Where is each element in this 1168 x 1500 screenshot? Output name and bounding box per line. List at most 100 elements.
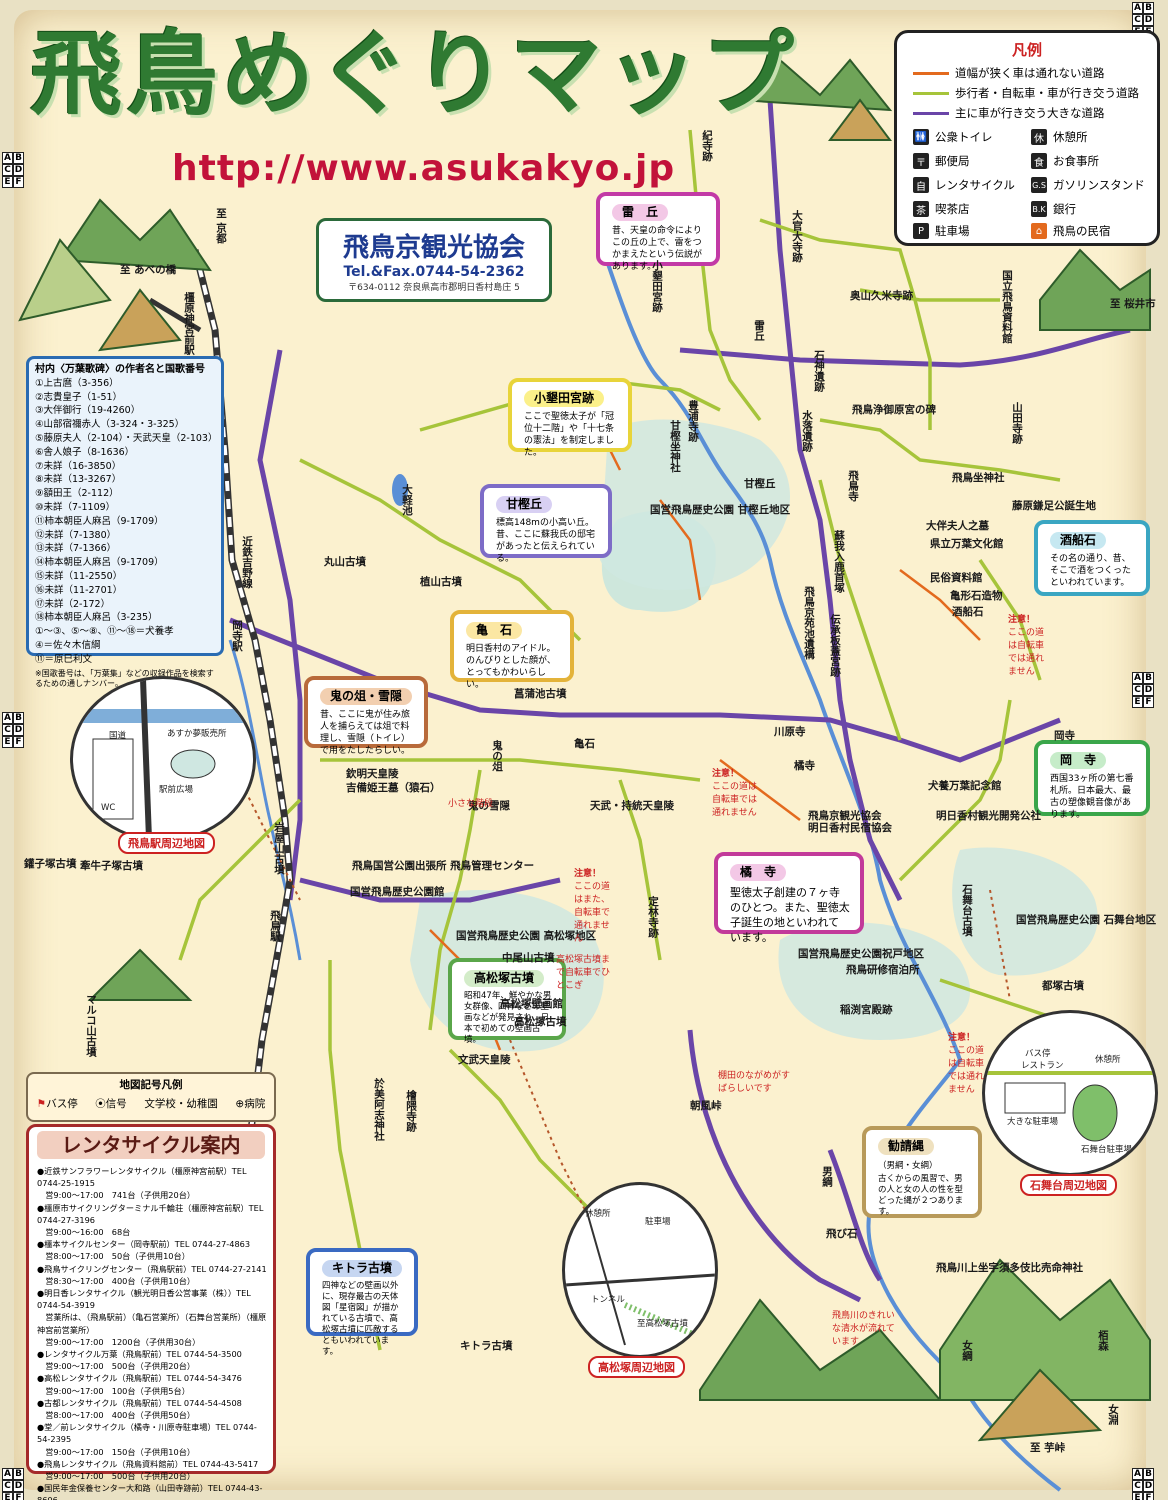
manyo-item: ①～③、⑤～⑧、⑪～⑱＝犬養孝	[35, 626, 174, 638]
info-oni-text: 昔、ここに鬼が住み旅人を捕らえては俎で料理し、雪隠（トイレ）で用をたしたらしい。	[320, 710, 411, 756]
place-label: 檜隈寺跡	[405, 1090, 417, 1132]
legend-toilet: 🚻公衆トイレ	[913, 129, 993, 145]
legend-rest: 休休憩所	[1031, 129, 1088, 145]
place-label: 都塚古墳	[1042, 980, 1084, 992]
rental-item: 営業所は、（飛鳥駅前）（亀石営業所）（石舞台営業所）（橿原神宮前営業所）	[37, 1312, 267, 1335]
legend-road-narrow: 道幅が狭く車は通れない道路	[913, 65, 1105, 81]
manyo-item: ④＝佐々木信綱	[35, 639, 101, 651]
legend-road-cycle: 歩行者・自転車・車が行き交う道路	[913, 85, 1139, 101]
place-label: 酒船石	[952, 606, 984, 618]
manyo-poem-list: 村内〈万葉歌碑〉の作者名と国歌番号 ①上古麿（3-356）②志貴皇子（1-51）…	[26, 356, 224, 688]
info-amakashi-text: 標高148mの小高い丘。昔、ここに蘇我氏の邸宅があったと伝えられている。	[496, 518, 596, 564]
cycle-roads	[178, 129, 1092, 1351]
inset-station-text-plaza: 駅前広場	[159, 785, 194, 795]
manyo-item: ⑧未詳（13-3267）	[35, 474, 122, 486]
place-label: 男綱	[821, 1166, 833, 1187]
map-url-link[interactable]: http://www.asukakyo.jp	[172, 148, 676, 189]
place-label: 天武・持統天皇陵	[590, 800, 674, 812]
bank-icon: B.K	[1031, 201, 1047, 217]
place-label: 明日香村民宿協会	[808, 822, 892, 834]
place-label: 明日香村観光開発公社	[936, 810, 1041, 822]
place-label: 至 あべの橋	[120, 264, 177, 276]
school-icon: 文	[144, 1098, 155, 1110]
info-tachibana-title: 橘 寺	[730, 864, 787, 881]
place-label: 鬼の俎	[491, 740, 503, 772]
mountain-maruko	[87, 948, 193, 1001]
place-label: 大官大寺跡	[791, 210, 803, 263]
info-ikazuchi-title: 雷 丘	[612, 204, 669, 221]
info-takamatsu-text: 昭和47年、鮮やかな男女群像、四神などの壁画などが発見され、日本で初めての壁画古…	[464, 991, 552, 1045]
place-label: 高松塚壁画館	[500, 998, 563, 1010]
place-label: 飛鳥寺	[847, 470, 859, 502]
manyo-item: ⑱柿本朝臣人麻呂（3-235）	[35, 612, 158, 624]
info-sakafune-title: 酒船石	[1050, 532, 1107, 549]
place-label: 伝承板蓋宮跡	[829, 614, 841, 677]
info-kanjo-title: 勧請縄	[878, 1138, 935, 1155]
manyo-item: ⑮未詳（11-2550）	[35, 570, 123, 582]
rental-title: レンタサイクル案内	[37, 1131, 265, 1159]
restaurant-icon: 食	[1031, 153, 1047, 169]
gas-station-icon: G.S	[1031, 177, 1047, 193]
place-label: 飛鳥川上坐宇須多伎比売命神社	[936, 1262, 1083, 1274]
place-label: 民俗資料館	[930, 572, 983, 584]
manyo-item: ⑪柿本朝臣人麻呂（9-1709）	[35, 515, 164, 527]
connector-station	[229, 759, 301, 901]
place-label: 飛鳥研修宿泊所	[846, 964, 920, 976]
manyo-item: ①上古麿（3-356）	[35, 377, 119, 389]
place-label: 橘寺	[794, 760, 815, 772]
info-ikazuchi: 雷 丘 昔、天皇の命令によりこの丘の上で、雷をつかまえたという伝説があります。	[596, 192, 720, 272]
info-oni-title: 鬼の俎・雪隠	[320, 688, 413, 705]
info-oharida-title: 小墾田宮跡	[524, 390, 605, 407]
inset-takamatsu-kofun: 至高松塚古墳	[637, 1319, 689, 1329]
inset-ishibutai-restaurant: レストラン	[1021, 1061, 1064, 1071]
info-kameishi-text: 明日香村のアイドル。のんびりとした顔が、とってもかわいらしい。	[466, 644, 556, 690]
info-kitora: キトラ古墳 四神などの壁画以外に、現存最古の天体図「星宿図」が描かれている古墳で…	[306, 1248, 418, 1357]
manyo-item: ⑦未詳（16-3850）	[35, 460, 122, 472]
place-label: 飛鳥国営公園出張所 飛鳥管理センター	[352, 860, 535, 872]
mountains-right	[1039, 248, 1151, 331]
manyo-item: ③大伴御行（19-4260）	[35, 405, 141, 417]
place-label: 岡寺駅	[231, 620, 243, 652]
park-amakashi-area	[600, 419, 790, 590]
info-sakafune: 酒船石 その名の通り、昔、そこで酒をつくったといわれています。	[1034, 520, 1150, 596]
inset-takamatsu-drawing	[565, 1204, 715, 1346]
association-address: 〒634-0112 奈良県高市郡明日香村島庄 5	[348, 283, 520, 293]
hospital-icon: ⊕	[235, 1098, 245, 1110]
rental-cycle-guide: レンタサイクル案内 ●近鉄サンフラワーレンタサイクル（橿原神宮前駅）TEL 07…	[26, 1124, 276, 1500]
place-label: 国営飛鳥歴史公園館	[350, 886, 445, 898]
place-label: 奥山久米寺跡	[850, 290, 913, 302]
rental-item: ●近鉄サンフラワーレンタサイクル（橿原神宮前駅）TEL 0744-25-1915	[37, 1166, 247, 1189]
info-takamatsu: 高松塚古墳 昭和47年、鮮やかな男女群像、四神などの壁画などが発見され、日本で初…	[448, 958, 566, 1045]
info-amakashi-title: 甘樫丘	[496, 496, 553, 513]
manyo-items: ①上古麿（3-356）②志貴皇子（1-51）③大伴御行（19-4260）④山部宿…	[35, 377, 217, 667]
inset-takamatsu-map: 休憩所 駐車場 トンネル 至高松塚古墳	[562, 1182, 718, 1358]
rental-item: ●飛鳥レンタサイクル（飛鳥資料館前）TEL 0744-43-5417	[37, 1458, 259, 1469]
inset-station-drawing	[73, 679, 253, 839]
place-label: 植山古墳	[420, 576, 462, 588]
info-oharida: 小墾田宮跡 ここで聖徳太子が「冠位十二階」や「十七条の憲法」を制定しました。	[508, 378, 632, 458]
place-label: 飛鳥浄御原宮の碑	[852, 404, 936, 416]
association-tel[interactable]: Tel.&Fax.0744-54-2362	[343, 264, 525, 280]
info-takamatsu-title: 高松塚古墳	[464, 970, 545, 987]
toilet-icon: 🚻	[913, 129, 929, 145]
manyo-item: ⑰未詳（2-172）	[35, 598, 111, 610]
cafe-icon: 茶	[913, 201, 929, 217]
place-label: 飛び石	[826, 1228, 858, 1240]
place-label: マルコ山古墳	[85, 994, 97, 1057]
place-label: 小墾田宮跡	[651, 260, 663, 313]
manyo-title: 村内〈万葉歌碑〉の作者名と国歌番号	[35, 364, 205, 375]
info-tachibana-text: 聖徳太子創建の７ヶ寺のひとつ。また、聖徳太子誕生の地といわれています。	[730, 886, 850, 944]
place-label: 紀寺跡	[701, 130, 713, 162]
rental-item: ●高松レンタサイクル（飛鳥駅前）TEL 0744-54-3476	[37, 1373, 242, 1384]
place-label: 国営飛鳥歴史公園 高松塚地区	[456, 930, 597, 942]
rental-item: ●堂／前レンタサイクル（橘寺・川原寺駐車場）TEL 0744-54-2395	[37, 1422, 257, 1445]
place-label: 県立万葉文化館	[930, 538, 1004, 550]
inset-ishibutai-map: バス停 レストラン 休憩所 大きな駐車場 石舞台駐車場	[982, 1010, 1158, 1176]
place-label: 丸山古墳	[324, 556, 366, 568]
